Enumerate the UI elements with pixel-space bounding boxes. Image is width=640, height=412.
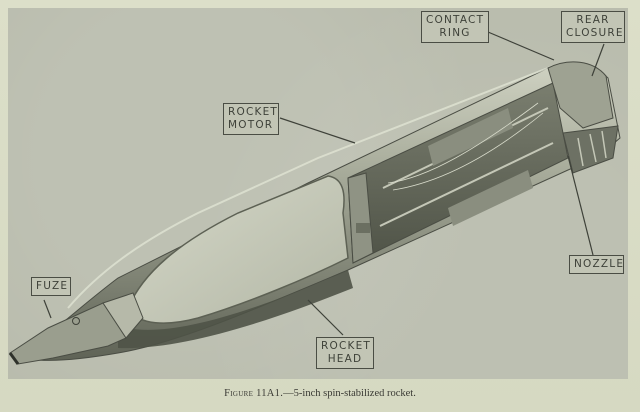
- leader-rocket-motor: [279, 117, 356, 144]
- figure-caption-text: —5-inch spin-stabilized rocket.: [283, 388, 416, 399]
- callout-contact-ring-line1: CONTACT: [426, 14, 485, 26]
- leader-rocket-head: [307, 299, 344, 336]
- rocket-cutaway-illustration: [8, 31, 621, 365]
- callout-rocket-head: ROCKET HEAD: [316, 337, 374, 369]
- illustration-panel: CONTACT RING REAR CLOSURE ROCKET MOTOR F…: [8, 8, 628, 379]
- callout-contact-ring: CONTACT RING: [421, 11, 489, 43]
- callout-nozzle: NOZZLE: [569, 255, 624, 274]
- callout-rear-closure: REAR CLOSURE: [561, 11, 625, 43]
- figure-caption: Figure 11A1.—5-inch spin-stabilized rock…: [0, 388, 640, 399]
- callout-rocket-head-line2: HEAD: [327, 353, 363, 365]
- callout-rear-closure-line1: REAR: [576, 14, 610, 26]
- leader-lines: [43, 31, 605, 336]
- leader-nozzle: [567, 155, 594, 256]
- callout-rocket-motor-line2: MOTOR: [228, 119, 274, 131]
- callout-rocket-motor-line1: ROCKET: [228, 106, 279, 118]
- callout-fuze-line1: FUZE: [36, 280, 69, 292]
- callout-fuze: FUZE: [31, 277, 71, 296]
- leader-rear-closure: [591, 43, 605, 77]
- leader-contact-ring: [487, 31, 555, 61]
- callout-nozzle-line1: NOZZLE: [574, 258, 625, 270]
- rocket-body: [8, 61, 621, 365]
- callout-rear-closure-line2: CLOSURE: [566, 27, 624, 39]
- callout-rocket-motor: ROCKET MOTOR: [223, 103, 279, 135]
- leader-fuze: [43, 299, 52, 319]
- callout-contact-ring-line2: RING: [439, 27, 471, 39]
- figure-number: Figure 11A1.: [224, 388, 284, 399]
- callout-rocket-head-line1: ROCKET: [321, 340, 372, 352]
